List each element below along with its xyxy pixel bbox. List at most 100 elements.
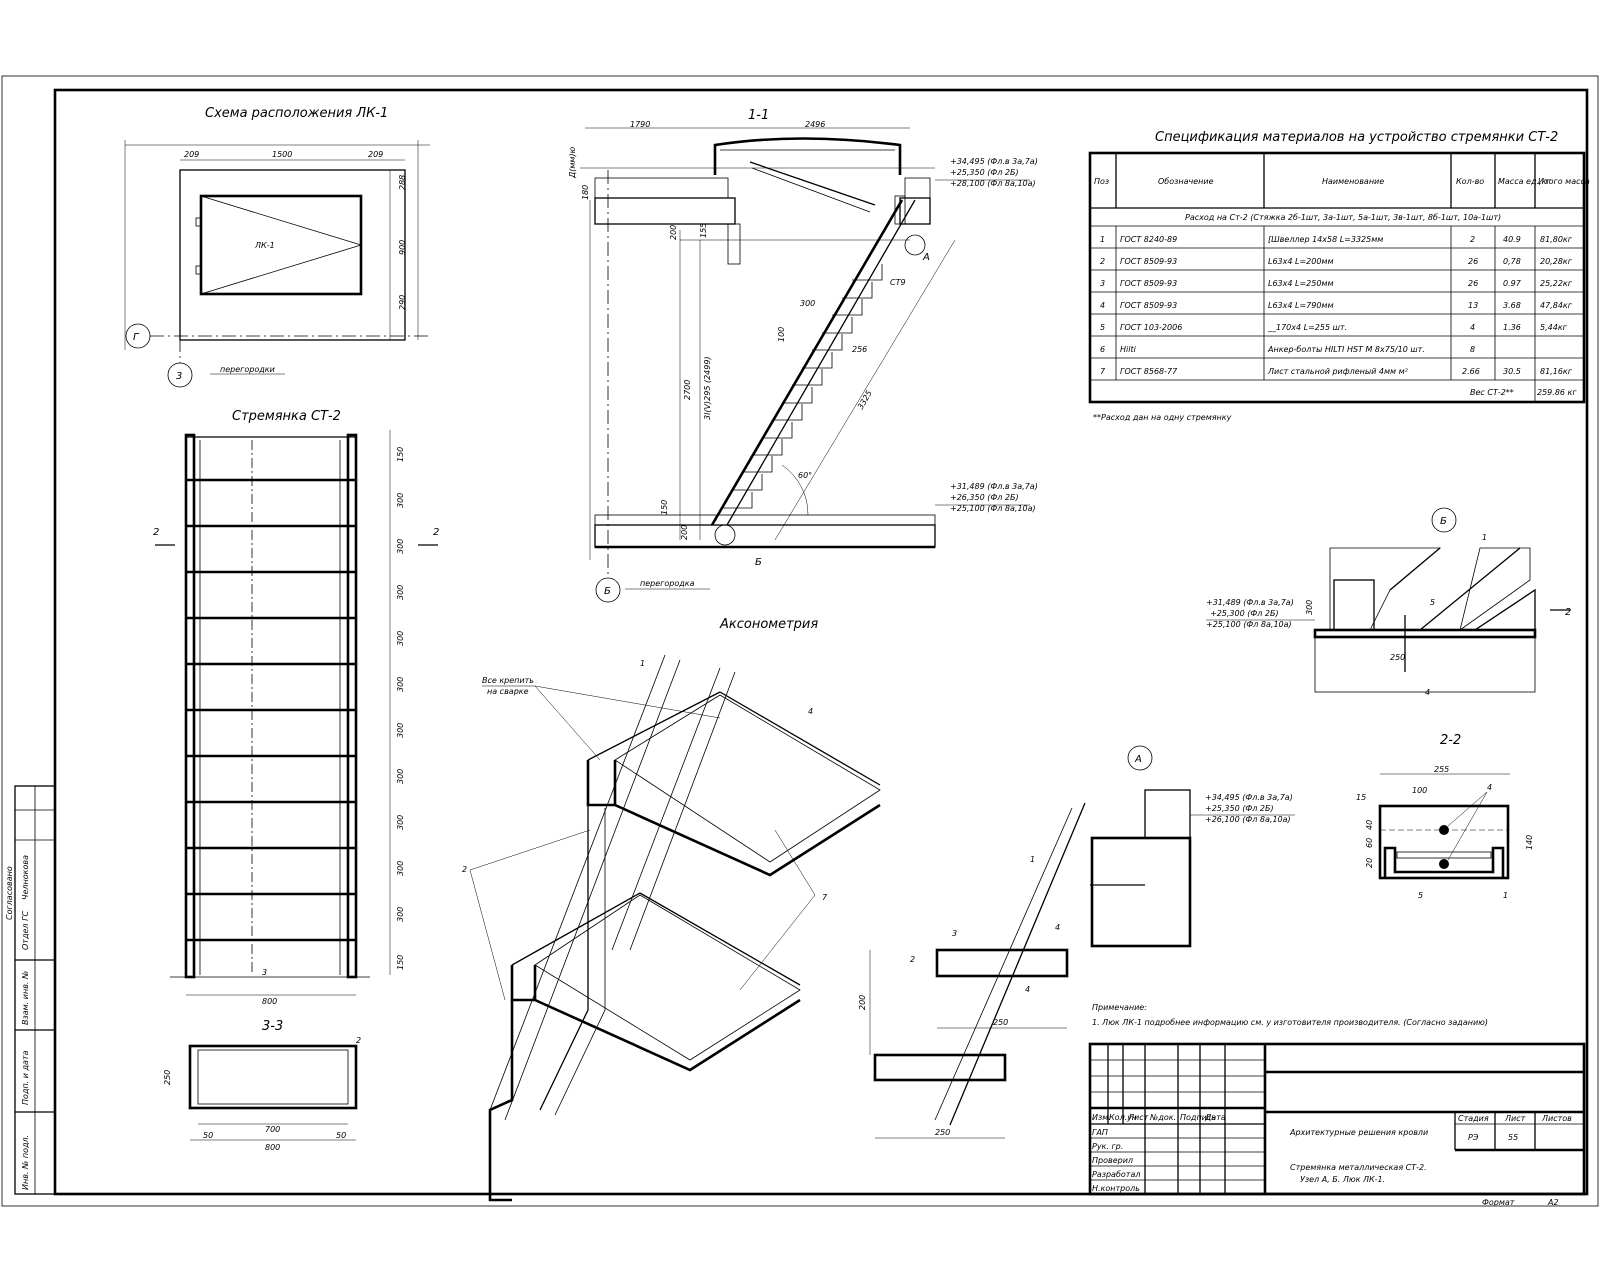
- scheme-dim-3: 209: [368, 150, 383, 159]
- s11-dim-2496: 2496: [805, 120, 825, 129]
- s33-dim-50b: 50: [336, 1131, 346, 1140]
- side-cell-replace: Взам. инв. №: [21, 971, 30, 1025]
- spec-r2-pos: 2: [1100, 257, 1105, 266]
- section-2-2-title: 2-2: [1440, 733, 1461, 748]
- spec-r2-unit: 0,78: [1503, 257, 1521, 266]
- axo-mark-2: 2: [462, 865, 467, 874]
- s11-dim-200: 200: [669, 225, 678, 240]
- axonometry-title: Аксонометрия: [719, 617, 818, 632]
- spec-total-label: Вес СТ-2**: [1470, 388, 1514, 397]
- stamp-stage-label: Стадия: [1458, 1114, 1489, 1123]
- axo-note-1: Все крепить: [482, 676, 534, 685]
- s11-dim-3325: 3325: [856, 389, 874, 411]
- s11-dim-2700: 2700: [683, 380, 692, 400]
- side-cell-inv: Инв. № подл.: [21, 1135, 30, 1190]
- stamp-sheet: 55: [1508, 1133, 1518, 1142]
- spec-h-pos: Поз: [1094, 177, 1109, 186]
- node-b-elev-2: +25,300 (Фл 2Б): [1210, 609, 1279, 618]
- node-b-cut: 2: [1565, 607, 1571, 618]
- spec-r7-pos: 7: [1100, 367, 1106, 376]
- spec-r3-unit: 0.97: [1503, 279, 1522, 288]
- s22-mark-1: 1: [1503, 891, 1508, 900]
- spec-r4-qty: 13: [1468, 301, 1478, 310]
- spec-r7-qty: 2.66: [1462, 367, 1480, 376]
- stamp-sheet-label: Лист: [1504, 1114, 1526, 1123]
- scheme-axis-g: Г: [133, 332, 140, 343]
- node-b-mark-5: 5: [1430, 598, 1435, 607]
- axis-g-bubble: [125, 323, 151, 349]
- notes-heading: Примечание:: [1092, 1003, 1147, 1012]
- spec-r1-pos: 1: [1100, 235, 1105, 244]
- spec-r1-code: ГОСТ 8240-89: [1120, 235, 1177, 244]
- s22-dim-20: 20: [1365, 858, 1374, 868]
- axo-note-2: на сварке: [487, 687, 529, 696]
- side-cell-sign: Подп. и дата: [21, 1050, 30, 1105]
- s11-label-a: А: [922, 252, 930, 263]
- s11-angle: 60°: [798, 471, 812, 480]
- s11-label-b: Б: [755, 557, 762, 568]
- spec-r4-pos: 4: [1100, 301, 1105, 310]
- spec-r2-total: 20,28кг: [1540, 257, 1573, 266]
- stamp-format-label: Формат: [1482, 1198, 1515, 1207]
- node-a-dim-200: 200: [858, 995, 867, 1010]
- ladder-dim-11: 300: [396, 907, 405, 922]
- node-a: А +34,495 (Фл.в 3а,7а) +25,350 (Фл 2Б) +…: [858, 745, 1295, 1139]
- ladder-dim-10: 300: [396, 861, 405, 876]
- axonometry: Аксонометрия Все крепить на сварке 1 2 4…: [462, 617, 881, 1202]
- node-a-elev-1: +34,495 (Фл.в 3а,7а): [1205, 793, 1293, 802]
- s11-elev-top-3: +28,100 (Фл 8а,10а): [950, 179, 1036, 188]
- section-2-2: 2-2 255 15 100 40 60 20 140 4 5 1: [1356, 733, 1534, 900]
- spec-r1-qty: 2: [1470, 235, 1475, 244]
- s11-axis-note: перегородка: [640, 579, 695, 588]
- spec-r5-pos: 5: [1100, 323, 1105, 332]
- spec-group: Расход на Ст-2 (Стяжка 2б-1шт, 3а-1шт, 5…: [1185, 213, 1501, 222]
- spec-r7-unit: 30.5: [1503, 367, 1521, 376]
- stamp-format: А2: [1547, 1198, 1559, 1207]
- ladder-cut-right: 2: [433, 527, 439, 538]
- stamp-role-3: Проверил: [1092, 1156, 1133, 1165]
- outer-border: [1, 75, 1599, 1207]
- spec-r3-name: L63х4 L=250мм: [1268, 279, 1334, 288]
- spec-r2-qty: 26: [1468, 257, 1478, 266]
- stamp-role-5: Н.контроль: [1092, 1184, 1140, 1193]
- spec-title: Спецификация материалов на устройство ст…: [1155, 130, 1558, 145]
- node-a-title: А: [1134, 754, 1142, 765]
- section-1-1: 1-1 1790 2496 Д(мм)ю: [568, 108, 1038, 603]
- spec-r4-name: L63х4 L=790мм: [1268, 301, 1334, 310]
- notes: Примечание: 1. Люк ЛК-1 подробнее информ…: [1092, 1003, 1488, 1027]
- s11-elev-bot-2: +26,350 (Фл 2Б): [950, 493, 1019, 502]
- s33-mark: 2: [356, 1036, 361, 1045]
- s22-dim-140: 140: [1525, 835, 1534, 850]
- spec-r5-name: __170х4 L=255 шт.: [1267, 323, 1347, 332]
- side-stamp: Согласовано Отдел ГС Челнокова Взам. инв…: [5, 785, 56, 1195]
- s11-label-ct: СТ9: [890, 278, 906, 287]
- spec-r3-pos: 3: [1100, 279, 1105, 288]
- node-a-dim-250: 250: [993, 1018, 1008, 1027]
- ladder-cut-left: 2: [153, 527, 159, 538]
- node-b-dim-300: 300: [1305, 600, 1314, 615]
- side-cell-name: Челнокова: [21, 855, 30, 900]
- s11-axis-b: Б: [604, 586, 611, 597]
- stamp-sheet-title-2: Узел А, Б. Люк ЛК-1.: [1300, 1175, 1385, 1184]
- axo-mark-7: 7: [822, 893, 828, 902]
- stamp-h-4: №док.: [1149, 1113, 1176, 1122]
- ladder-st2: Стремянка СТ-2 150 300 300 300 300 300 3: [153, 409, 439, 1006]
- spec-table: Спецификация материалов на устройство ст…: [1088, 130, 1590, 422]
- spec-r4-total: 47,84кг: [1540, 301, 1573, 310]
- inner-frame: [53, 88, 1589, 1196]
- ladder-dim-12: 150: [396, 955, 405, 970]
- stamp-role-4: Разработал: [1092, 1170, 1140, 1179]
- spec-r3-qty: 26: [1468, 279, 1478, 288]
- scheme-axis-3: 3: [176, 371, 182, 382]
- spec-r6-code: Hilti: [1120, 345, 1137, 354]
- spec-r3-code: ГОСТ 8509-93: [1120, 279, 1177, 288]
- stamp-sheet-title-1: Стремянка металлическая СТ-2.: [1290, 1163, 1427, 1172]
- stamp-h-5: Подпись: [1180, 1113, 1216, 1122]
- ladder-bottom-mark: 3: [262, 968, 267, 977]
- s22-mark-4: 4: [1487, 783, 1492, 792]
- notes-line1: 1. Люк ЛК-1 подробнее информацию см. у и…: [1092, 1018, 1488, 1027]
- spec-r6-pos: 6: [1100, 345, 1105, 354]
- scheme-dim-6: 290: [398, 295, 407, 310]
- spec-h-name: Наименование: [1322, 177, 1384, 186]
